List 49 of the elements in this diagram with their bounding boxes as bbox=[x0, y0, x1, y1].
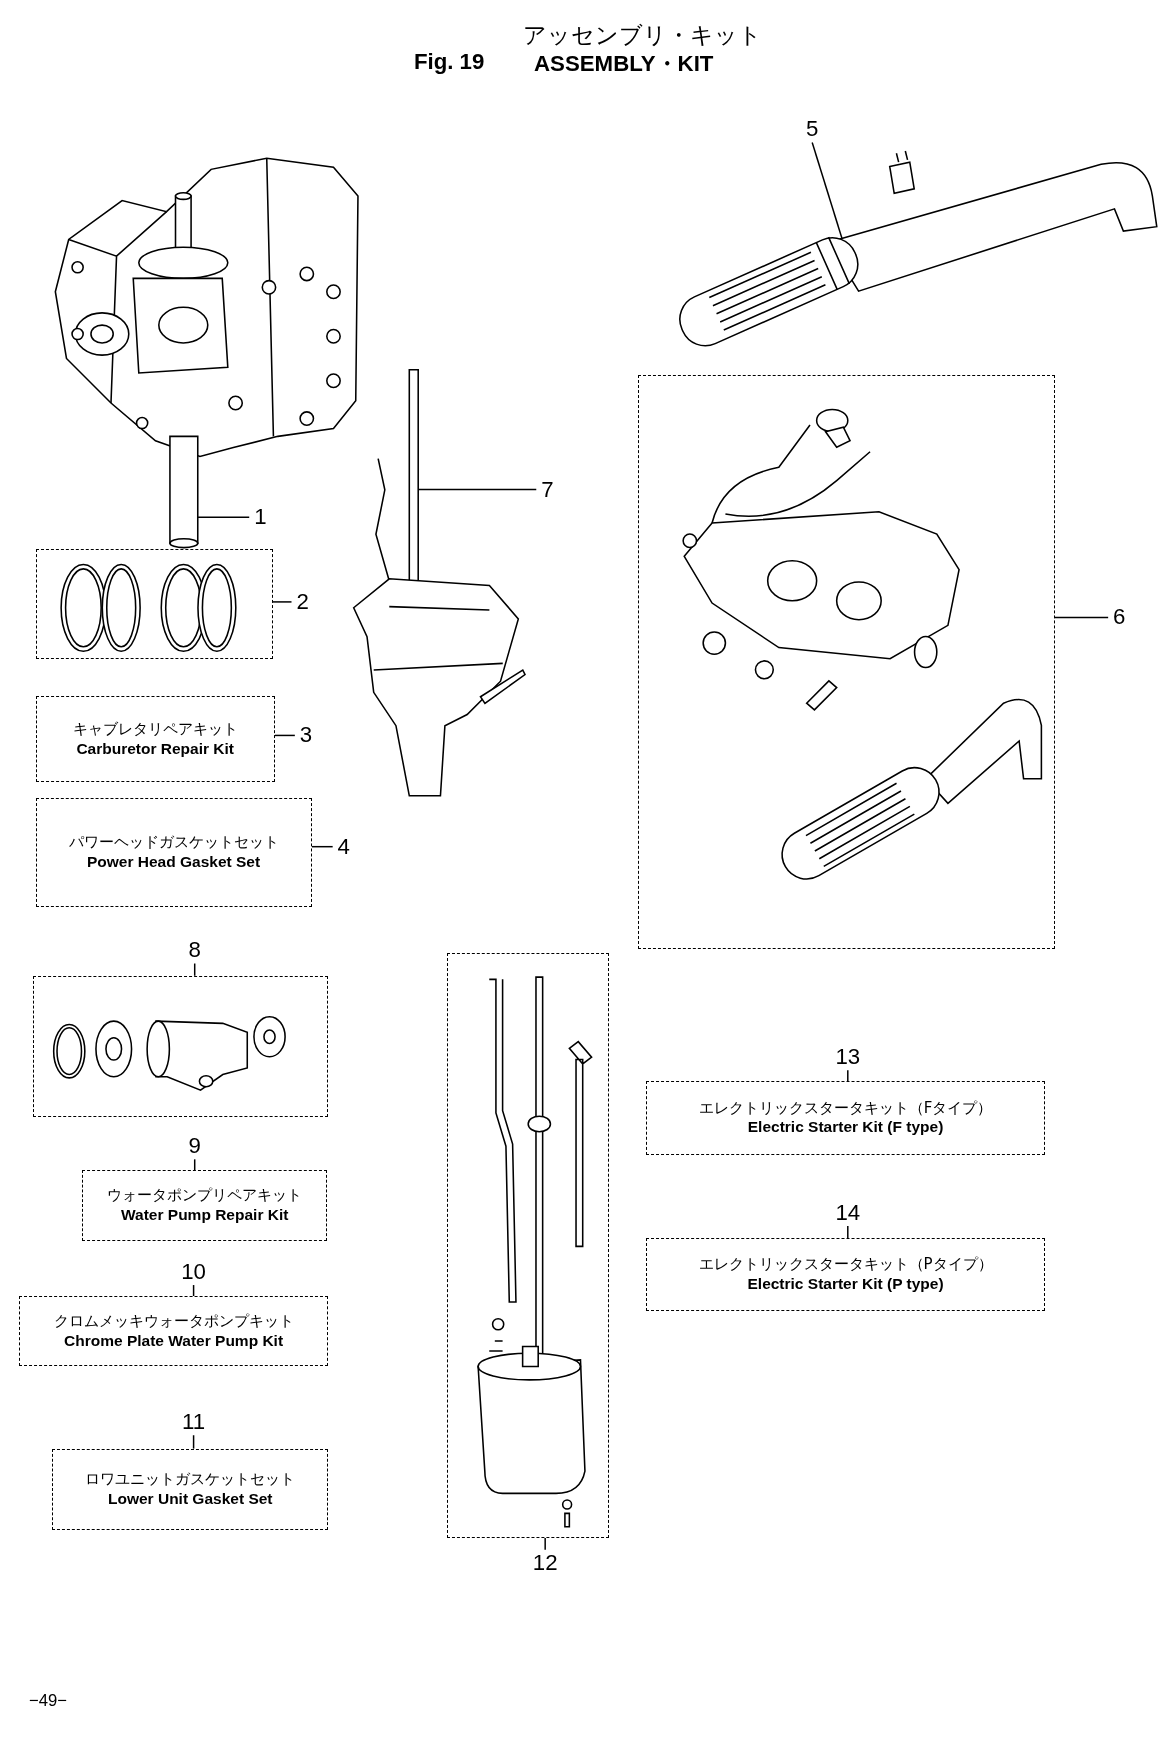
callout-number: 14 bbox=[832, 1199, 864, 1227]
leader-line bbox=[310, 845, 334, 848]
kit-box bbox=[82, 1170, 328, 1241]
kit-name: Electric Starter Kit (F type) bbox=[747, 1117, 944, 1138]
callout-number: 13 bbox=[832, 1043, 864, 1071]
callout-number: 11 bbox=[178, 1408, 210, 1436]
kit-name: Water Pump Repair Kit bbox=[121, 1204, 289, 1225]
kit-name: クロムメッキウォータポンプキット bbox=[53, 1311, 294, 1331]
kit-box bbox=[646, 1081, 1045, 1155]
title-text: ASSEMBLY・KIT bbox=[534, 49, 714, 78]
kit-name: エレクトリックスタータキット（Fタイプ） bbox=[698, 1098, 993, 1118]
callout-number: 5 bbox=[801, 115, 824, 143]
figure-number: Fig. 19 bbox=[413, 48, 485, 75]
kit-box bbox=[35, 696, 275, 783]
callout-number: 3 bbox=[294, 722, 318, 749]
kit-name: Electric Starter Kit (P type) bbox=[747, 1273, 944, 1294]
callout-number: 10 bbox=[178, 1258, 210, 1286]
callout-number: 9 bbox=[183, 1132, 206, 1160]
leader-line bbox=[274, 734, 296, 737]
leader-line bbox=[1054, 616, 1109, 619]
kit-name: キャブレタリペアキット bbox=[72, 719, 238, 739]
leader-line bbox=[544, 1536, 546, 1551]
kit-name: Carburetor Repair Kit bbox=[76, 738, 234, 759]
callout-number: 8 bbox=[183, 936, 206, 964]
kit-name: Chrome Plate Water Pump Kit bbox=[64, 1330, 284, 1351]
kit-box bbox=[18, 1296, 329, 1367]
callout-number: 12 bbox=[529, 1549, 561, 1577]
title-text: アッセンブリ・キット bbox=[522, 20, 762, 51]
leader-line bbox=[192, 1284, 195, 1297]
leader-line bbox=[417, 488, 537, 491]
callout-number: 1 bbox=[249, 504, 272, 531]
leader-line bbox=[811, 141, 843, 240]
kit-box bbox=[646, 1238, 1045, 1311]
kit-name: Power Head Gasket Set bbox=[86, 851, 261, 872]
page-number: −49− bbox=[28, 1691, 67, 1712]
leader-line bbox=[847, 1225, 849, 1240]
kit-name: パワーヘッドガスケットセット bbox=[68, 832, 279, 852]
kit-box bbox=[52, 1448, 329, 1530]
callout-number: 4 bbox=[332, 833, 355, 860]
callout-number: 2 bbox=[291, 588, 314, 616]
kit-box bbox=[35, 797, 312, 907]
kit-name: エレクトリックスタータキット（Pタイプ） bbox=[698, 1255, 993, 1274]
kit-name: ウォータポンプリペアキット bbox=[107, 1186, 303, 1205]
kit-name: ロワユニットガスケットセット bbox=[85, 1469, 296, 1489]
kit-name: Lower Unit Gasket Set bbox=[108, 1488, 273, 1509]
leader-line bbox=[847, 1069, 849, 1083]
callout-number: 6 bbox=[1108, 604, 1131, 631]
callout-number: 7 bbox=[536, 476, 559, 503]
leader-line bbox=[271, 601, 293, 603]
